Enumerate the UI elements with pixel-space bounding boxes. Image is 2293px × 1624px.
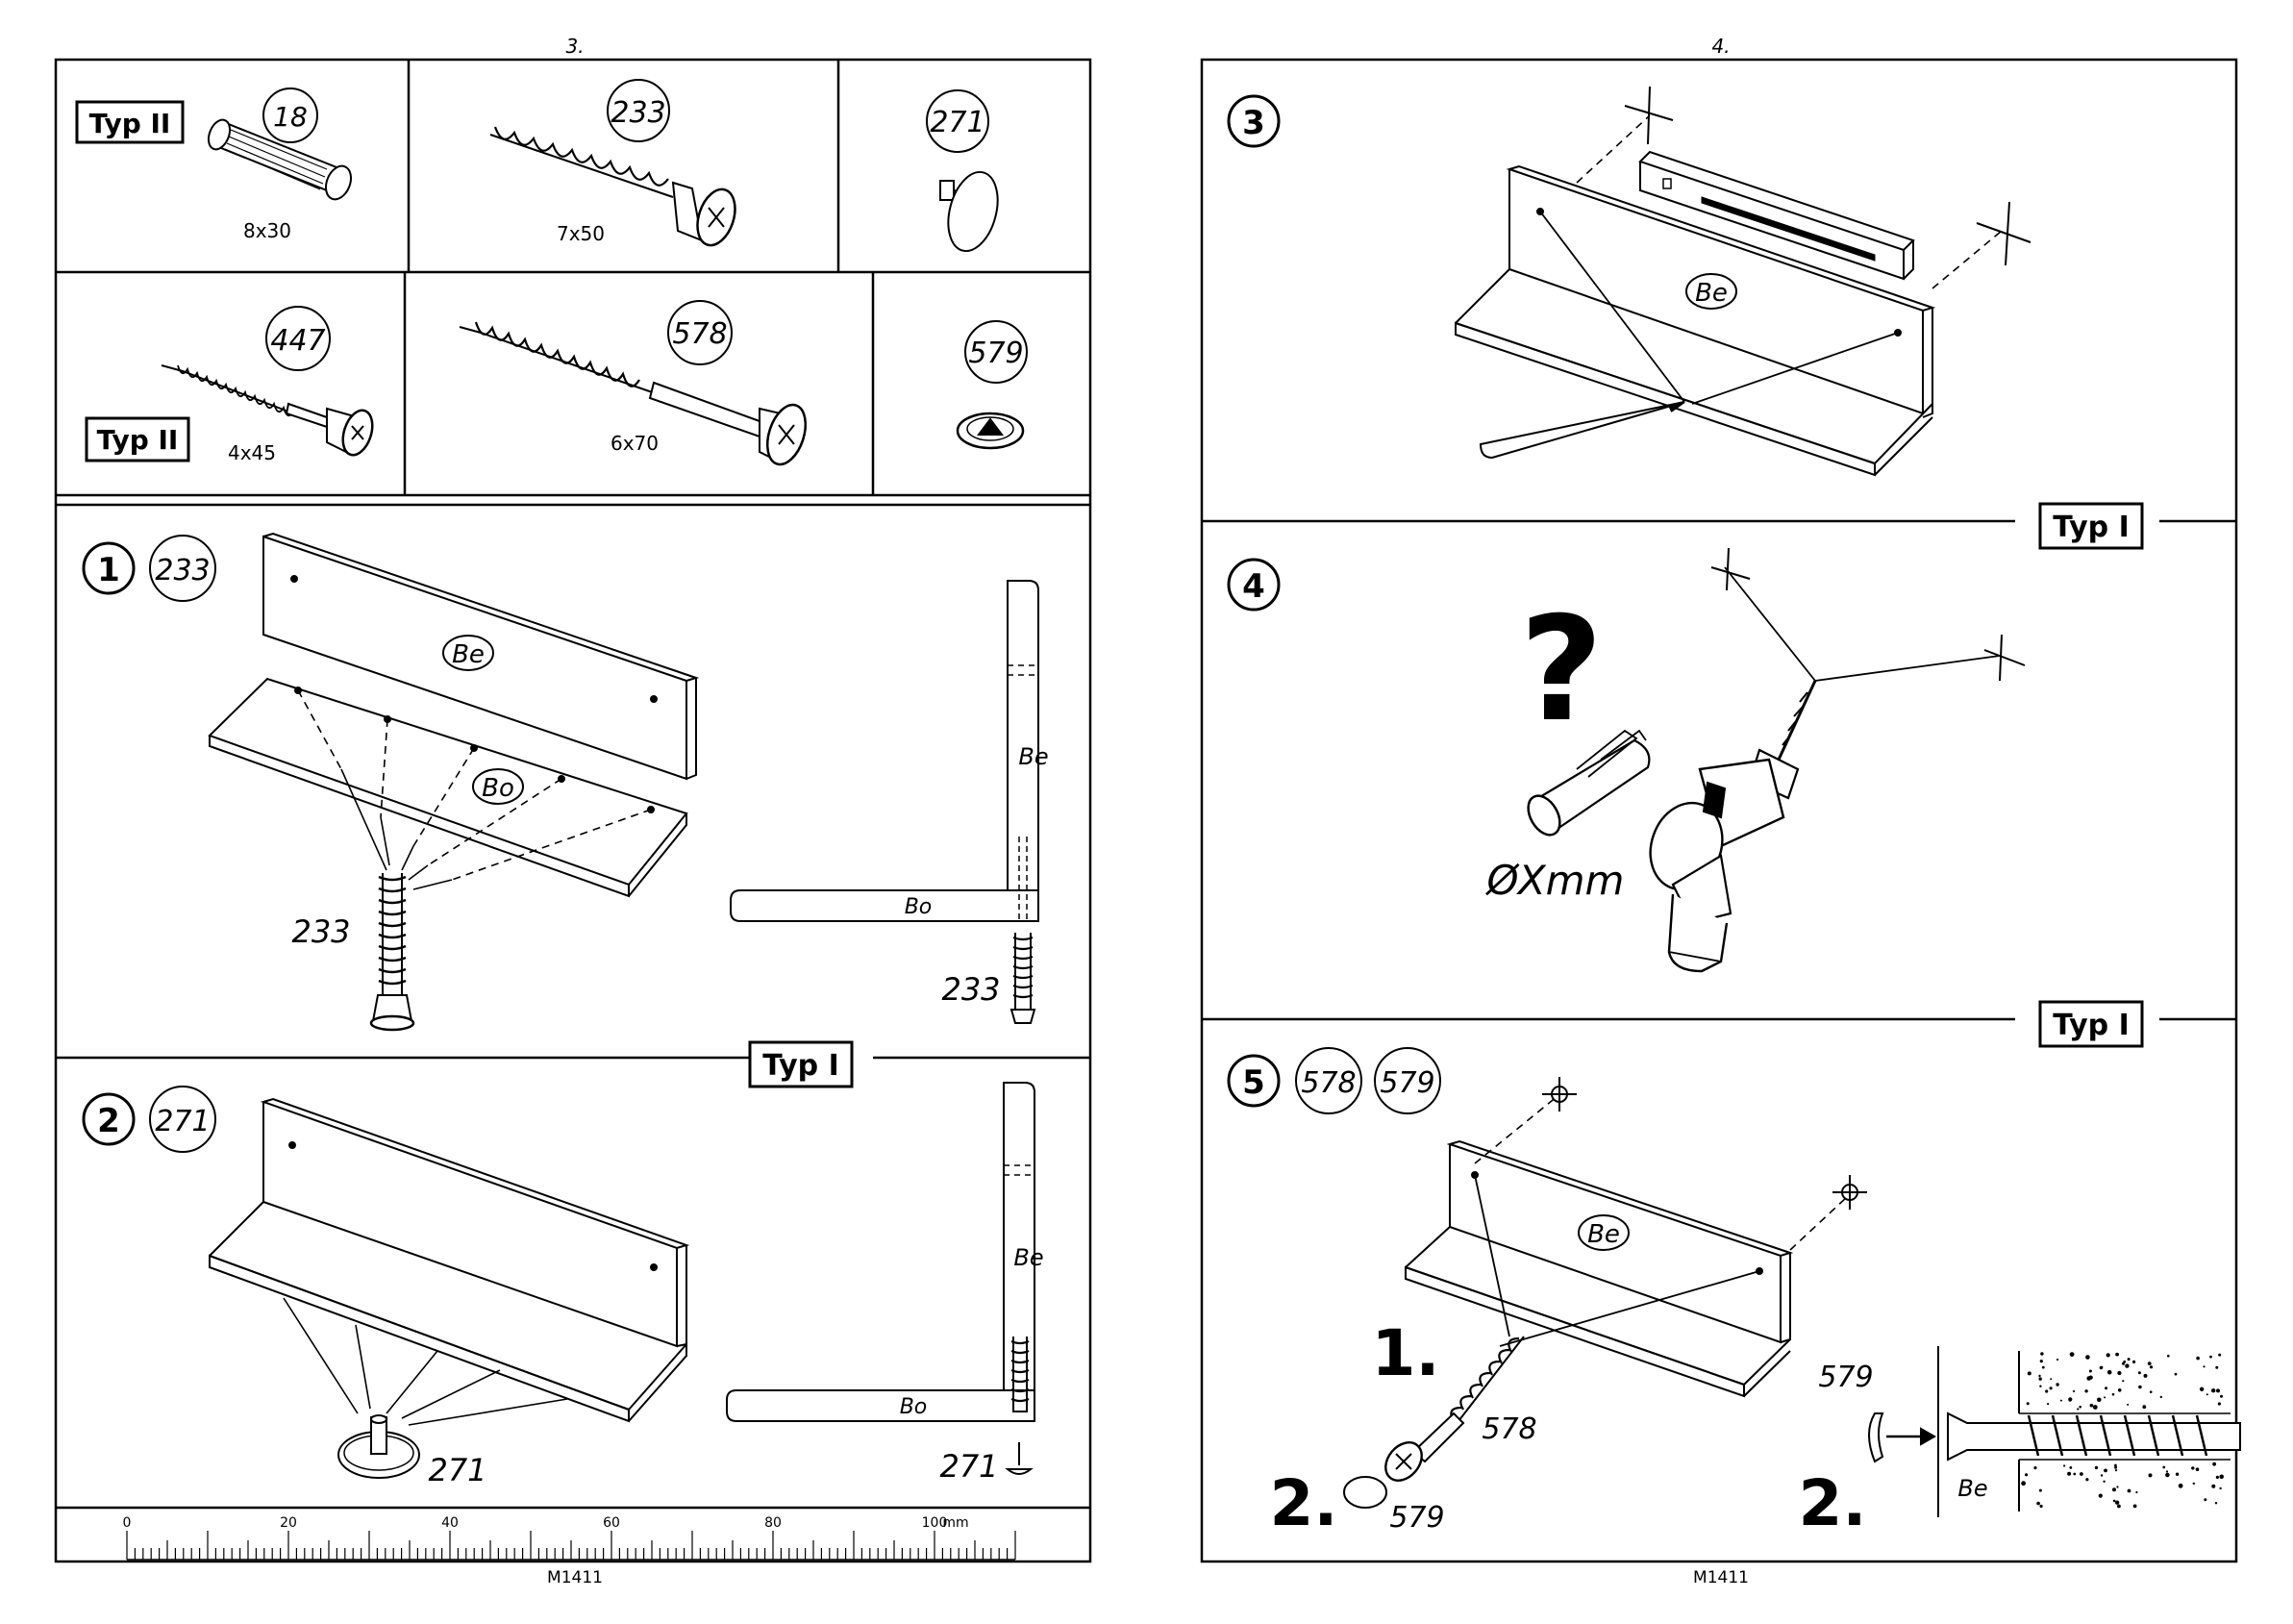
cap-271-step2-icon: [338, 1415, 419, 1478]
side-back-label-step2: Be: [1013, 1244, 1043, 1271]
ruler-label: 80: [764, 1515, 782, 1531]
side-screw-label-step1: 233: [941, 971, 1000, 1008]
sequence-label-1: 1.: [1372, 1316, 1440, 1390]
ruler-label: 20: [280, 1515, 297, 1531]
part-579: 579: [958, 321, 1027, 448]
part-18: Typ II 18 8x30: [77, 88, 356, 242]
step-2: 2 271 271 Be Bo: [84, 1083, 1044, 1488]
cap-label-step2: 271: [428, 1452, 486, 1488]
question-mark: ?: [1519, 587, 1603, 754]
ruler-label: 60: [603, 1515, 620, 1531]
back-label-step5: Be: [1587, 1220, 1620, 1249]
svg-text:Typ I: Typ I: [762, 1049, 839, 1083]
page-number-right: 4.: [1711, 35, 1730, 58]
step-2-number: 2: [97, 1102, 120, 1140]
shelf-step3: Be: [1456, 166, 1932, 475]
detail-back-label: Be: [1957, 1475, 1987, 1502]
back-label-step3: Be: [1695, 279, 1728, 308]
detail-cap-label: 579: [1818, 1361, 1873, 1394]
ruler-unit: mm: [942, 1515, 968, 1531]
shelf-step5: Be: [1406, 1141, 1790, 1396]
part-578: 578 6x70: [460, 301, 812, 469]
step-3-number: 3: [1242, 104, 1265, 142]
screw-label-step1: 233: [291, 913, 350, 950]
part-578-size: 6x70: [611, 432, 659, 455]
screw-233-step1-icon: [371, 873, 413, 1030]
side-bottom-label-step2: Bo: [900, 1395, 928, 1419]
side-bottom-label-step1: Bo: [905, 895, 933, 919]
diameter-label: ØXmm: [1485, 857, 1625, 904]
confirmat-screw-icon: [490, 127, 741, 250]
cordless-drill-icon: [1638, 681, 1815, 971]
part-18-id: 18: [273, 101, 308, 133]
page-code-right: M1411: [1693, 1568, 1749, 1587]
side-cap-label-step2: 271: [939, 1448, 998, 1485]
section-type-step2: Typ I: [750, 1042, 852, 1087]
step-1-number: 1: [97, 551, 120, 589]
part-447: 447 Typ II 4x45: [87, 307, 378, 464]
detail-sequence-label-2: 2.: [1799, 1466, 1867, 1540]
part-271-id: 271: [930, 106, 984, 139]
pencil-icon: [1481, 402, 1684, 458]
shelf-step2: [210, 1099, 686, 1421]
step-5-part-579: 579: [1380, 1066, 1434, 1100]
bottom-label-step1: Bo: [482, 774, 514, 803]
side-view-step1: Be Bo: [731, 581, 1049, 1023]
step-3: 3 Be: [1229, 87, 2031, 475]
side-back-label-step1: Be: [1018, 743, 1048, 770]
part-579-id: 579: [968, 337, 1023, 370]
step-5-part-578: 578: [1301, 1066, 1356, 1100]
part-18-type: Typ II: [89, 108, 171, 139]
wall-detail: 579 Be: [1818, 1346, 2240, 1517]
part-233: 233 7x50: [490, 80, 741, 250]
part-578-id: 578: [672, 317, 727, 351]
step-2-part: 271: [155, 1105, 210, 1138]
part-447-size: 4x45: [228, 441, 276, 464]
step-4: 4 ? ØXmm: [1229, 548, 2025, 971]
step-4-number: 4: [1242, 567, 1265, 606]
svg-text:Typ I: Typ I: [2053, 511, 2130, 544]
ruler-label: 0: [123, 1515, 132, 1531]
sequence-label-2: 2.: [1270, 1466, 1338, 1540]
step-1: 1 233 Be Bo: [84, 534, 1049, 1030]
cap-icon: [940, 166, 1006, 257]
back-label-step1: Be: [452, 640, 485, 669]
page-number-left: 3.: [565, 35, 584, 58]
step-5-number: 5: [1242, 1063, 1265, 1102]
step-5: 5 578 579 Be 1.: [1229, 1048, 2240, 1540]
cover-cap-icon: [958, 413, 1023, 448]
page-code-left: M1411: [547, 1568, 603, 1587]
section-type-step4: Typ I: [2040, 504, 2142, 548]
part-233-id: 233: [611, 96, 665, 130]
side-view-step2: Be Bo: [727, 1083, 1044, 1474]
ruler-label: 40: [441, 1515, 459, 1531]
section-type-step5: Typ I: [2040, 1002, 2142, 1046]
part-18-size: 8x30: [243, 219, 291, 242]
screw-label-step5: 578: [1482, 1412, 1536, 1446]
svg-text:Typ I: Typ I: [2053, 1009, 2130, 1042]
part-271: 271: [927, 90, 1006, 257]
step-1-part: 233: [155, 554, 210, 587]
cap-label-step5: 579: [1389, 1501, 1444, 1535]
part-233-size: 7x50: [557, 222, 605, 245]
part-447-id: 447: [270, 324, 325, 358]
part-447-type: Typ II: [97, 424, 179, 456]
